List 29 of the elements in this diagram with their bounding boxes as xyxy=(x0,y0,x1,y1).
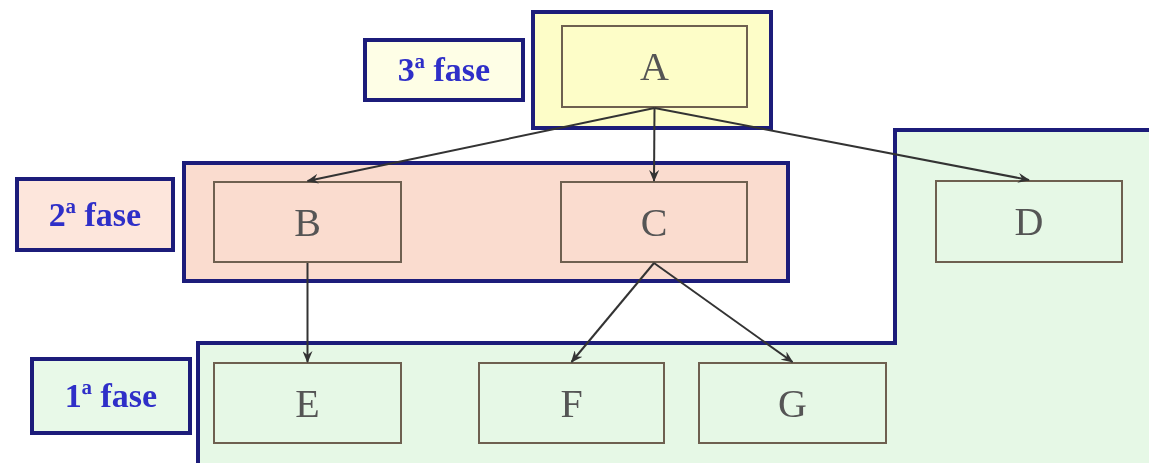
phase-band xyxy=(198,130,1149,463)
node-label: C xyxy=(640,198,668,246)
process-box xyxy=(935,180,1123,263)
arrow xyxy=(653,107,1030,183)
process-box xyxy=(478,362,665,444)
arrow xyxy=(653,262,794,363)
node-label: E xyxy=(295,379,320,427)
process-box xyxy=(213,181,402,263)
phase-label-box xyxy=(15,177,175,252)
phase-label: 3ª fase xyxy=(397,51,491,89)
process-box xyxy=(560,181,748,263)
node-label: B xyxy=(294,198,321,246)
node-label: F xyxy=(560,379,583,427)
phase-band xyxy=(182,161,790,283)
phase-label-box xyxy=(30,357,192,435)
node-label: D xyxy=(1014,198,1044,245)
node-label: G xyxy=(778,379,807,427)
arrow xyxy=(306,107,656,184)
phase-label: 2ª fase xyxy=(48,195,142,234)
arrow xyxy=(649,107,660,182)
arrow xyxy=(570,262,655,363)
node-label: A xyxy=(640,43,669,90)
process-box xyxy=(698,362,887,444)
process-box xyxy=(561,25,748,108)
phase-label-box xyxy=(363,38,525,102)
process-box xyxy=(213,362,402,444)
phase-band xyxy=(531,10,773,130)
phase-label: 1ª fase xyxy=(64,377,158,415)
arrow xyxy=(302,262,313,363)
